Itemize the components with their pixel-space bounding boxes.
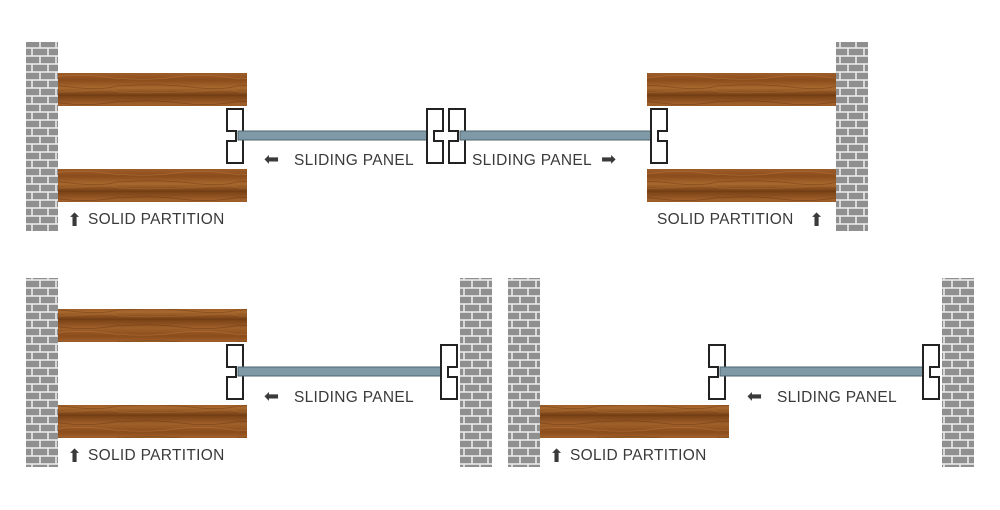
solid-partition-label-group: ⬆ SOLID PARTITION <box>67 210 225 231</box>
top-left-assembly: ⬅ SLIDING PANEL ⬆ SOLID PARTITION <box>26 42 444 231</box>
brick-wall-icon <box>836 42 868 231</box>
track-bracket-icon <box>922 344 940 400</box>
sliding-panel-label-group: ⬅ SLIDING PANEL <box>747 386 897 407</box>
left-arrow-icon: ⬅ <box>264 386 279 407</box>
brick-wall-icon <box>26 42 58 231</box>
brick-wall-icon <box>26 278 58 467</box>
solid-partition-label: SOLID PARTITION <box>88 447 225 464</box>
brick-wall-icon <box>460 278 492 467</box>
up-arrow-icon: ⬆ <box>67 210 82 231</box>
solid-partition-label-group: SOLID PARTITION ⬆ <box>657 210 824 231</box>
sliding-panel-label: SLIDING PANEL <box>472 152 592 169</box>
left-arrow-icon: ⬅ <box>264 149 279 170</box>
track-bracket-icon <box>650 108 668 164</box>
sliding-panel-label-group: SLIDING PANEL ➡ <box>472 149 616 170</box>
up-arrow-icon: ⬆ <box>809 210 824 231</box>
left-arrow-icon: ⬅ <box>747 386 762 407</box>
wood-partition-icon <box>540 405 729 438</box>
brick-wall-icon <box>508 278 540 467</box>
wood-partition-icon <box>647 169 836 202</box>
right-arrow-icon: ➡ <box>601 149 616 170</box>
solid-partition-label-group: ⬆ SOLID PARTITION <box>549 446 707 467</box>
bottom-right-assembly: ⬅ SLIDING PANEL ⬆ SOLID PARTITION <box>508 278 974 467</box>
sliding-panel-bar <box>237 130 429 141</box>
sliding-panel-label: SLIDING PANEL <box>294 152 414 169</box>
bottom-left-assembly: ⬅ SLIDING PANEL ⬆ SOLID PARTITION <box>26 278 492 467</box>
sliding-panel-bar <box>719 366 929 377</box>
track-bracket-icon <box>440 344 458 400</box>
sliding-panel-label-group: ⬅ SLIDING PANEL <box>264 149 414 170</box>
sliding-panel-label: SLIDING PANEL <box>777 389 897 406</box>
wood-partition-icon <box>58 169 247 202</box>
sliding-panel-label-group: ⬅ SLIDING PANEL <box>264 386 414 407</box>
wood-partition-icon <box>647 73 836 106</box>
top-right-assembly: SLIDING PANEL ➡ SOLID PARTITION ⬆ <box>448 42 868 231</box>
solid-partition-label-group: ⬆ SOLID PARTITION <box>67 446 225 467</box>
up-arrow-icon: ⬆ <box>67 446 82 467</box>
wood-partition-icon <box>58 73 247 106</box>
sliding-panel-label: SLIDING PANEL <box>294 389 414 406</box>
brick-wall-icon <box>942 278 974 467</box>
wood-partition-icon <box>58 405 247 438</box>
solid-partition-label: SOLID PARTITION <box>570 447 707 464</box>
wood-partition-icon <box>58 309 247 342</box>
sliding-panel-bar <box>459 130 653 141</box>
solid-partition-label: SOLID PARTITION <box>88 211 225 228</box>
track-bracket-icon <box>426 108 444 164</box>
sliding-panel-bar <box>237 366 447 377</box>
solid-partition-label: SOLID PARTITION <box>657 211 794 228</box>
up-arrow-icon: ⬆ <box>549 446 564 467</box>
